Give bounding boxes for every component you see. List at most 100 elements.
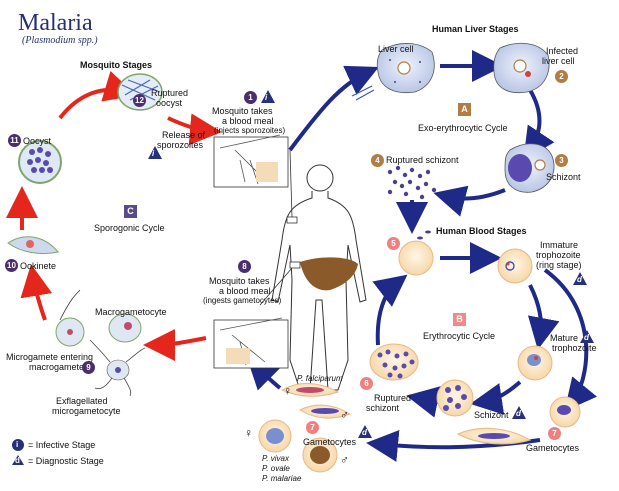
- step-4-badge: 4: [371, 154, 384, 167]
- step-9-label-2: macrogamete: [29, 362, 85, 372]
- arrow-schizont-to-ruptured-blood: [406, 386, 441, 418]
- infected-liver-cell: [493, 42, 550, 94]
- schizont-liver-cell: [504, 143, 555, 193]
- exflag-label-2: microgametocyte: [52, 406, 121, 416]
- step-6-badge: 6: [360, 377, 373, 390]
- cycle-a-label: Exo-erythrocytic Cycle: [418, 123, 508, 133]
- arrow-release-to-meal: [167, 113, 222, 146]
- step-8-label-1: Mosquito takes: [209, 276, 270, 286]
- legend-infective-text: = Infective Stage: [28, 440, 96, 450]
- gametocytes-label-right: Gametocytes: [526, 443, 580, 453]
- cycle-c-badge: C: [124, 205, 137, 218]
- step-2-label-2: liver cell: [542, 56, 575, 66]
- p-vivax-gametocytes: [258, 419, 338, 473]
- arrow-meal-to-liver: [288, 65, 379, 152]
- macrogametocyte-cell: [108, 313, 142, 343]
- step-5-badge: 5: [387, 237, 400, 250]
- step-3-label: Schizont: [546, 172, 581, 182]
- blood-stages-heading: Human Blood Stages: [436, 226, 527, 236]
- infective-stage-icon: i: [261, 90, 275, 103]
- immature-label-3: (ring stage): [536, 260, 582, 270]
- step-3-badge: 3: [555, 154, 568, 167]
- mosquito-box-top: [213, 134, 289, 188]
- mature-label-1: Mature: [550, 333, 579, 343]
- step-11-badge: 11: [8, 134, 21, 147]
- schizont-label: Schizont: [474, 410, 509, 420]
- step-1-badge: 1: [244, 91, 257, 104]
- release-label-2: sporozoites: [157, 140, 204, 150]
- step-11-label: Oocyst: [23, 136, 52, 146]
- p-falciparum-label: P. falciparum: [297, 374, 343, 383]
- cycle-b-badge: B: [453, 313, 466, 326]
- female-symbol-bottom: ♀: [244, 426, 253, 440]
- release-label-1: Release of: [162, 130, 206, 140]
- p-falciparum-gametocytes: [280, 383, 352, 419]
- step-1-label-2: a blood meal: [222, 116, 274, 126]
- schizont-rbc: [436, 379, 474, 417]
- ookinete-cell: [7, 236, 59, 255]
- liver-organ: [300, 257, 358, 291]
- immature-label-1: Immature: [540, 240, 579, 250]
- step-2-badge: 2: [555, 70, 568, 83]
- ruptured-schizont-rbc: [369, 343, 419, 381]
- cycle-c-label: Sporogonic Cycle: [94, 223, 165, 233]
- step-9-label-1: Microgamete entering: [6, 352, 94, 362]
- page-title: Malaria: [18, 10, 93, 36]
- step-4-label: Ruptured schizont: [386, 155, 459, 165]
- legend-infective-symbol: i: [16, 440, 19, 449]
- mosquito-box-bottom: [213, 317, 289, 369]
- human-body: [271, 164, 367, 391]
- step-8-label-3: (ingests gametocytes): [203, 296, 282, 305]
- diagnostic-stage-icon-ring: d: [573, 272, 587, 285]
- page-subtitle: (Plasmodium spp.): [22, 35, 98, 46]
- merozoite-rbc: [398, 230, 434, 276]
- ruptured-schizont-liver: [387, 165, 437, 200]
- female-symbol-top: ♀: [283, 384, 292, 398]
- gametocyte-rbc: [549, 396, 581, 428]
- diagnostic-stage-icon-mature: d: [580, 330, 594, 343]
- diagnostic-stage-icon-schizont: d: [512, 406, 526, 419]
- step-12-label-2: oocyst: [156, 98, 183, 108]
- ring-stage-rbc: [497, 248, 533, 284]
- macrogametocyte-label: Macrogametocyte: [95, 307, 167, 317]
- arrow-meal-to-gametocyte: [143, 328, 207, 361]
- step-10-badge: 10: [5, 259, 18, 272]
- mature-trophozoite-rbc: [517, 345, 553, 381]
- p-malariae-label: P. malariae: [262, 474, 302, 483]
- step-6-label-1: Ruptured: [374, 393, 412, 403]
- infective-stage-icon-release: i: [148, 146, 162, 159]
- arrow-mature-to-schizont: [470, 380, 522, 415]
- p-ovale-label: P. ovale: [262, 464, 290, 473]
- legend-diagnostic-symbol: d: [15, 456, 20, 465]
- legend-diagnostic-text: = Diagnostic Stage: [28, 456, 104, 466]
- step-2-label-1: Infected: [546, 46, 579, 56]
- step-1-label-1: Mosquito takes: [212, 106, 273, 116]
- arrow-ruptured-to-merozoite: [372, 274, 408, 346]
- diagnostic-stage-icon-gametocytes: d: [358, 425, 372, 438]
- liver-cell-label: Liver cell: [378, 44, 414, 54]
- step-8-label-2: a blood meal: [219, 286, 271, 296]
- macrogamete-cell: [55, 289, 85, 347]
- mosquito-stages-heading: Mosquito Stages: [80, 60, 153, 70]
- oocyst-cell: [18, 140, 62, 184]
- cycle-b-label: Erythrocytic Cycle: [423, 331, 496, 341]
- exflagellated-microgametocyte: [89, 339, 146, 397]
- male-symbol-top: ♂: [340, 408, 349, 422]
- step-9-badge: 9: [82, 361, 95, 374]
- arrow-infected-to-schizont: [523, 88, 555, 160]
- liver-stages-heading: Human Liver Stages: [432, 24, 519, 34]
- immature-label-2: trophozoite: [536, 250, 581, 260]
- step-1-label-3: (injects sporozoites): [214, 126, 286, 135]
- p-vivax-label: P. vivax: [262, 454, 289, 463]
- step-7-label: Gametocytes: [303, 437, 357, 447]
- arrow-sexual-to-meal: [246, 356, 282, 391]
- arrow-micro-to-ookinete: [20, 264, 53, 321]
- male-symbol-bottom: ♂: [340, 453, 349, 467]
- liver-cell: [351, 43, 435, 101]
- step-8-badge: 8: [238, 260, 251, 273]
- step-12-badge: 12: [133, 94, 146, 107]
- step-7-badge-right: 7: [548, 427, 561, 440]
- ruptured-oocyst-cell: [117, 73, 163, 111]
- mature-label-2: trophozoite: [552, 343, 597, 353]
